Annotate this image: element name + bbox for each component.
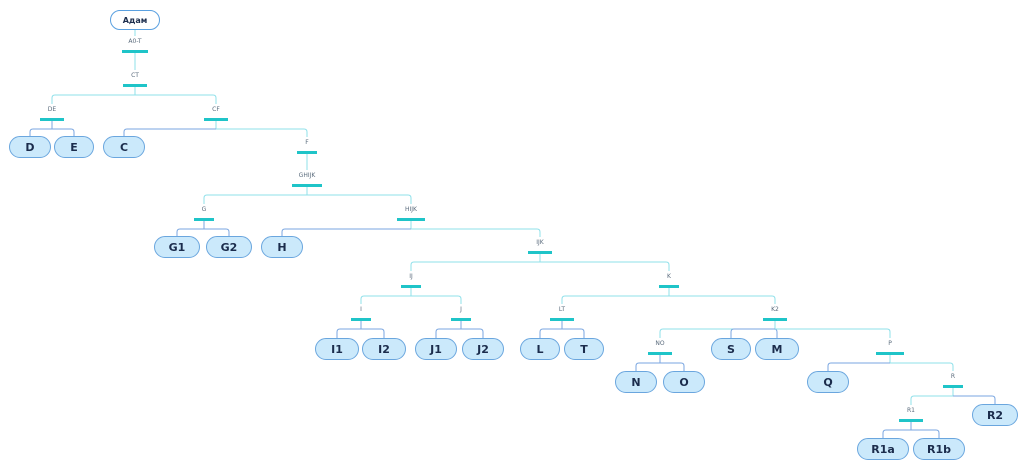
- branch-label-no: NO: [655, 340, 665, 347]
- branch-bar-i[interactable]: [351, 318, 371, 321]
- edge: [411, 228, 541, 237]
- branch-label-f: F: [305, 139, 309, 146]
- leaf-node-j1[interactable]: J1: [415, 338, 457, 360]
- edge: [176, 228, 204, 236]
- edge: [203, 194, 307, 204]
- edge: [659, 328, 775, 338]
- branch-label-r1: R1: [907, 407, 915, 414]
- branch-bar-k2[interactable]: [763, 318, 787, 321]
- leaf-node-c[interactable]: C: [103, 136, 145, 158]
- branch-label-ct: CT: [131, 72, 139, 79]
- leaf-node-o[interactable]: O: [663, 371, 705, 393]
- branch-bar-hijk[interactable]: [397, 218, 425, 221]
- branch-bar-ghijk[interactable]: [292, 184, 322, 187]
- leaf-node-m[interactable]: M: [755, 338, 799, 360]
- edge: [461, 328, 484, 338]
- branch-label-k2: K2: [771, 306, 779, 313]
- edge: [882, 429, 911, 438]
- leaf-node-e[interactable]: E: [54, 136, 94, 158]
- leaf-node-r1b[interactable]: R1b: [913, 438, 965, 460]
- branch-bar-cf[interactable]: [204, 118, 228, 121]
- edge: [29, 128, 52, 136]
- edge: [411, 295, 462, 304]
- edge: [123, 128, 216, 136]
- edge: [890, 362, 954, 371]
- edge: [135, 94, 217, 104]
- branch-bar-g[interactable]: [194, 218, 214, 221]
- edge: [562, 328, 585, 338]
- leaf-node-h[interactable]: H: [261, 236, 303, 258]
- branch-label-ij: IJ: [409, 273, 413, 280]
- branch-label-cf: CF: [212, 106, 220, 113]
- edge: [910, 395, 953, 405]
- edge: [51, 94, 135, 104]
- branch-label-j: J: [460, 306, 462, 313]
- edge: [336, 328, 361, 338]
- leaf-node-i1[interactable]: I1: [315, 338, 359, 360]
- branch-bar-ij[interactable]: [401, 285, 421, 288]
- edge: [730, 328, 775, 338]
- edge: [204, 228, 230, 236]
- branch-label-hijk: HIJK: [405, 206, 417, 213]
- leaf-node-r2[interactable]: R2: [972, 404, 1018, 426]
- branch-bar-f[interactable]: [297, 151, 317, 154]
- edge: [360, 295, 411, 304]
- edge: [827, 362, 890, 371]
- branch-bar-no[interactable]: [648, 352, 672, 355]
- edge: [773, 328, 778, 338]
- leaf-node-j2[interactable]: J2: [462, 338, 504, 360]
- edge: [775, 328, 891, 338]
- edge: [561, 295, 669, 304]
- branch-bar-k[interactable]: [659, 285, 679, 288]
- branch-bar-a0t[interactable]: [122, 50, 148, 53]
- branch-label-lt: LT: [558, 306, 566, 313]
- root-node[interactable]: Адам: [110, 10, 160, 30]
- branch-label-i: I: [360, 306, 362, 313]
- edge: [660, 362, 685, 371]
- edge: [635, 362, 660, 371]
- branch-label-ijk: IJK: [536, 239, 544, 246]
- leaf-node-i2[interactable]: I2: [362, 338, 406, 360]
- branch-bar-r1[interactable]: [899, 419, 923, 422]
- edge: [52, 128, 75, 136]
- leaf-node-t[interactable]: T: [564, 338, 604, 360]
- branch-bar-p[interactable]: [876, 352, 904, 355]
- edge: [540, 261, 670, 271]
- branch-bar-r[interactable]: [943, 385, 963, 388]
- branch-bar-ct[interactable]: [123, 84, 147, 87]
- leaf-node-r1a[interactable]: R1a: [857, 438, 909, 460]
- leaf-node-s[interactable]: S: [711, 338, 751, 360]
- edge: [435, 328, 461, 338]
- branch-label-a0t: A0-T: [128, 38, 142, 45]
- edge: [361, 328, 385, 338]
- edge: [539, 328, 562, 338]
- branch-bar-de[interactable]: [40, 118, 64, 121]
- leaf-node-l[interactable]: L: [520, 338, 560, 360]
- branch-label-g: G: [201, 206, 207, 213]
- leaf-node-g2[interactable]: G2: [206, 236, 252, 258]
- branch-label-p: P: [888, 340, 892, 347]
- branch-bar-lt[interactable]: [550, 318, 574, 321]
- edge: [953, 395, 996, 404]
- branch-bar-j[interactable]: [451, 318, 471, 321]
- edge: [307, 194, 412, 204]
- branch-label-k: K: [667, 273, 671, 280]
- leaf-node-g1[interactable]: G1: [154, 236, 200, 258]
- edge: [911, 429, 940, 438]
- leaf-node-q[interactable]: Q: [807, 371, 849, 393]
- edge: [281, 228, 411, 236]
- leaf-node-n[interactable]: N: [615, 371, 657, 393]
- branch-bar-ijk[interactable]: [528, 251, 552, 254]
- leaf-node-d[interactable]: D: [9, 136, 51, 158]
- branch-label-de: DE: [47, 106, 57, 113]
- edge: [216, 128, 308, 137]
- edge: [410, 261, 540, 271]
- branch-label-r: R: [950, 373, 956, 380]
- edge: [669, 295, 776, 304]
- branch-label-ghijk: GHIJK: [298, 172, 316, 179]
